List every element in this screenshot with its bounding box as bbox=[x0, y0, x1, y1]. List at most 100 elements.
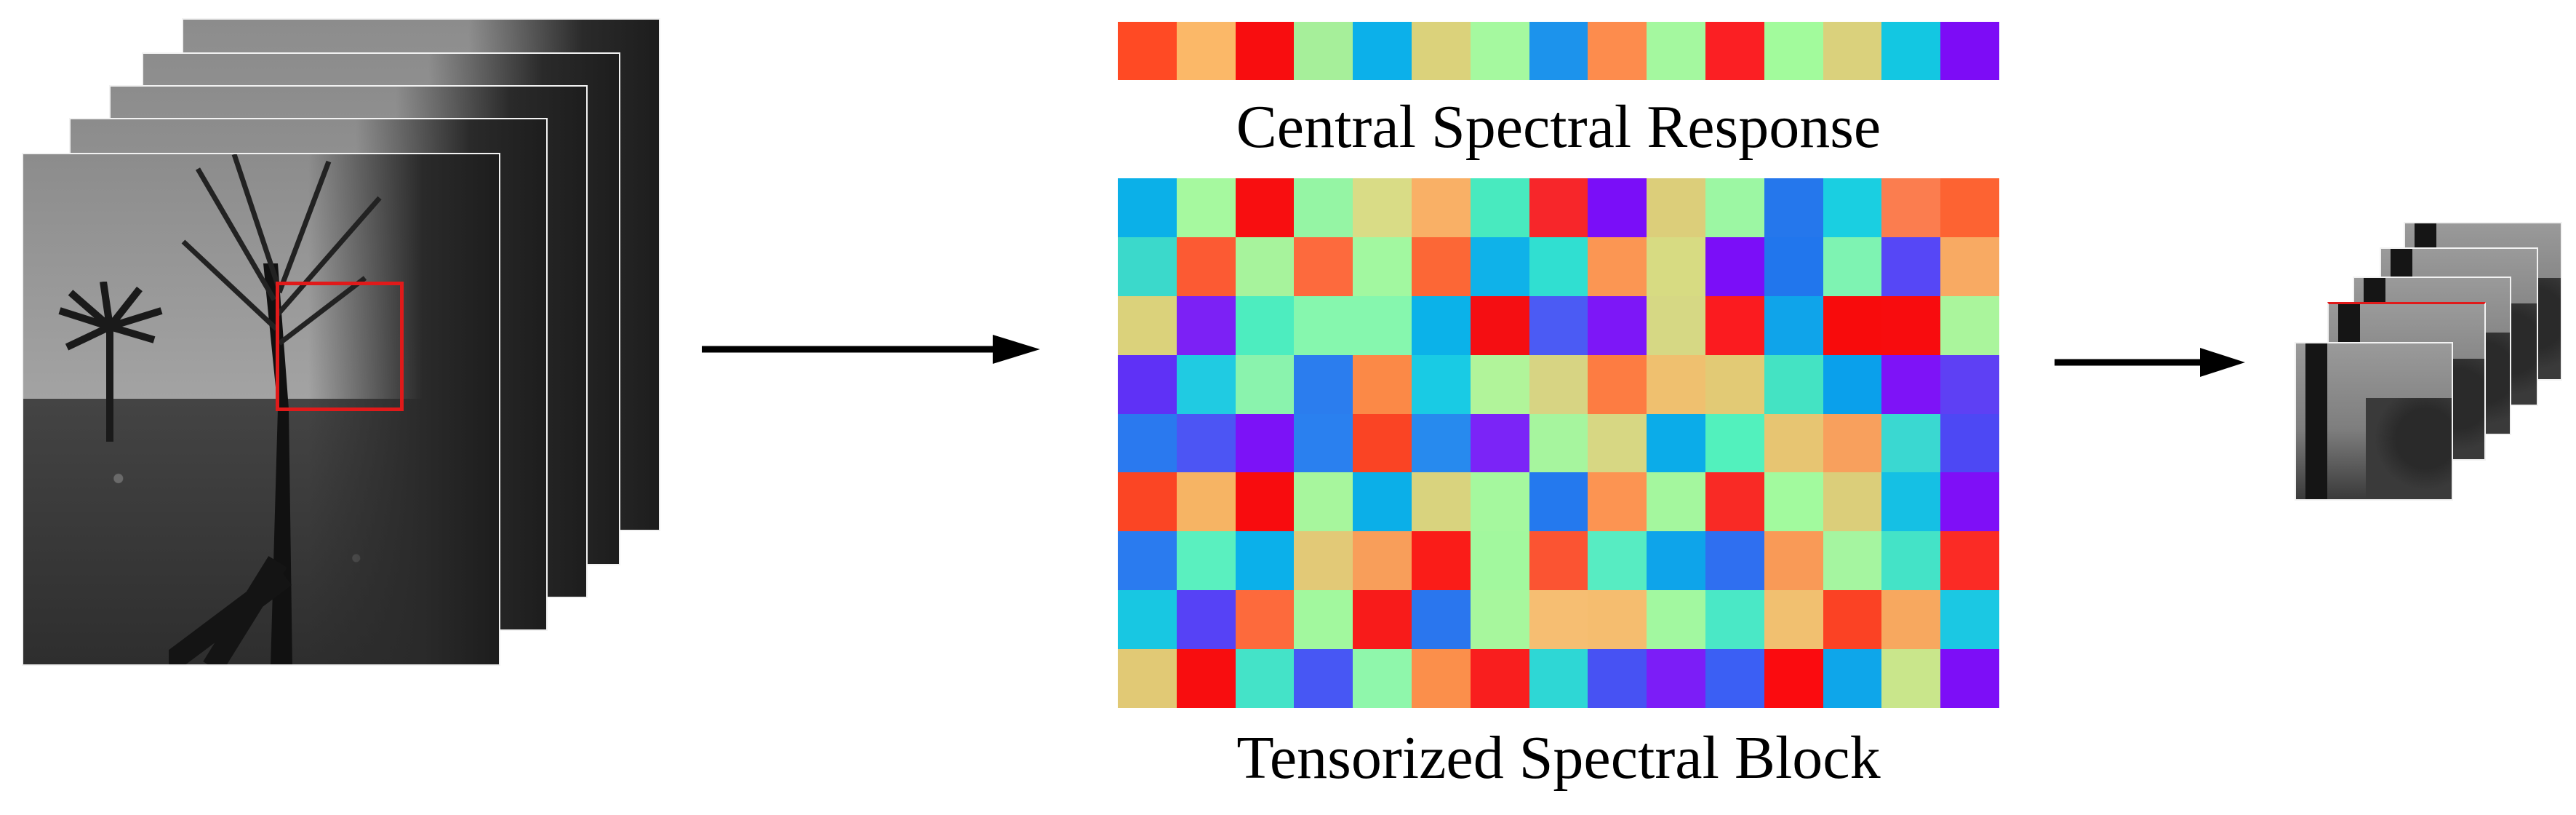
tensor-block-cell bbox=[1294, 236, 1353, 296]
hyperspectral-image-stack bbox=[22, 18, 662, 673]
tensor-block-cell bbox=[1647, 649, 1705, 708]
tensor-block-cell bbox=[1529, 472, 1588, 532]
tensor-block-cell bbox=[1705, 178, 1764, 237]
tensor-block-cell bbox=[1823, 295, 1882, 355]
tensor-block-cell bbox=[1705, 472, 1764, 532]
tensor-block-cell bbox=[1764, 531, 1823, 591]
tensor-block-cell bbox=[1881, 472, 1941, 532]
tensor-block-cell bbox=[1353, 590, 1412, 650]
tensor-block-cell bbox=[1294, 354, 1353, 414]
spectral-response-cell bbox=[1412, 22, 1471, 80]
tensor-block-cell bbox=[1353, 649, 1412, 708]
tensor-block-cell bbox=[1940, 649, 1999, 708]
tensor-block-cell bbox=[1412, 178, 1471, 237]
tensor-block-cell bbox=[1529, 295, 1588, 355]
palm-tree-silhouette bbox=[58, 282, 163, 442]
spectral-response-cell bbox=[1529, 22, 1588, 80]
tensor-block-cell bbox=[1764, 649, 1823, 708]
tensor-block-cell bbox=[1412, 649, 1471, 708]
spectral-response-cell bbox=[1647, 22, 1705, 80]
tensor-block-cell bbox=[1940, 472, 1999, 532]
tensor-block-cell bbox=[1294, 295, 1353, 355]
tensor-block-cell bbox=[1529, 531, 1588, 591]
tensor-block-cell bbox=[1881, 590, 1941, 650]
tensor-block-cell bbox=[1529, 236, 1588, 296]
tensor-block-cell bbox=[1764, 590, 1823, 650]
tensor-block-cell bbox=[1118, 649, 1177, 708]
tensor-block-cell bbox=[1588, 590, 1647, 650]
tensor-block-cell bbox=[1470, 649, 1529, 708]
tensor-block-cell bbox=[1705, 236, 1764, 296]
tensor-block-cell bbox=[1823, 413, 1882, 473]
tensor-block-cell bbox=[1823, 354, 1882, 414]
tensor-block-cell bbox=[1353, 413, 1412, 473]
tensor-block-cell bbox=[1764, 472, 1823, 532]
tensor-block-cell bbox=[1412, 354, 1471, 414]
tensor-block-cell bbox=[1529, 354, 1588, 414]
tensor-block-cell bbox=[1647, 472, 1705, 532]
central-spectral-response-strip bbox=[1118, 22, 1999, 80]
spectral-response-cell bbox=[1235, 22, 1295, 80]
tensor-block-cell bbox=[1412, 531, 1471, 591]
tensorized-spectral-block-grid bbox=[1118, 178, 1999, 708]
tensor-block-cell bbox=[1176, 531, 1236, 591]
tensor-block-cell bbox=[1470, 295, 1529, 355]
tensor-block-cell bbox=[1881, 295, 1941, 355]
tensor-block-cell bbox=[1647, 178, 1705, 237]
tensor-block-cell bbox=[1881, 236, 1941, 296]
tensor-block-cell bbox=[1412, 413, 1471, 473]
tensor-block-cell bbox=[1529, 178, 1588, 237]
tensor-block-cell bbox=[1353, 236, 1412, 296]
tensor-block-cell bbox=[1470, 472, 1529, 532]
tensor-block-cell bbox=[1470, 413, 1529, 473]
tensor-block-cell bbox=[1353, 354, 1412, 414]
tensor-block-cell bbox=[1294, 413, 1353, 473]
tensor-block-cell bbox=[1294, 531, 1353, 591]
right-arrow-icon bbox=[2055, 348, 2245, 377]
tensor-block-cell bbox=[1294, 178, 1353, 237]
tensor-block-cell bbox=[1823, 649, 1882, 708]
tensor-block-cell bbox=[1353, 531, 1412, 591]
tensor-block-cell bbox=[1881, 531, 1941, 591]
tensor-block-cell bbox=[1294, 649, 1353, 708]
tensor-block-cell bbox=[1529, 590, 1588, 650]
tensor-block-cell bbox=[1235, 178, 1295, 237]
tensor-block-cell bbox=[1588, 178, 1647, 237]
tensor-block-cell bbox=[1588, 472, 1647, 532]
tensor-block-cell bbox=[1940, 178, 1999, 237]
tensor-block-cell bbox=[1647, 295, 1705, 355]
tensor-block-cell bbox=[1118, 590, 1177, 650]
tensor-block-cell bbox=[1235, 472, 1295, 532]
tensor-block-cell bbox=[1705, 531, 1764, 591]
tensor-block-cell bbox=[1705, 413, 1764, 473]
selected-patch-box bbox=[276, 282, 404, 411]
spectral-response-cell bbox=[1588, 22, 1647, 80]
tensor-block-cell bbox=[1470, 354, 1529, 414]
tree-silhouette bbox=[169, 154, 382, 664]
tensor-block-cell bbox=[1823, 590, 1882, 650]
tensor-block-cell bbox=[1647, 590, 1705, 650]
tensor-block-cell bbox=[1176, 413, 1236, 473]
spectral-response-cell bbox=[1118, 22, 1177, 80]
tensor-block-cell bbox=[1470, 236, 1529, 296]
tensor-block-cell bbox=[1940, 236, 1999, 296]
central-spectral-response-label: Central Spectral Response bbox=[1236, 93, 1881, 161]
tensor-block-cell bbox=[1412, 295, 1471, 355]
tensor-block-cell bbox=[1176, 354, 1236, 414]
tensor-block-cell bbox=[1118, 413, 1177, 473]
tensor-block-cell bbox=[1118, 354, 1177, 414]
tensor-block-cell bbox=[1764, 236, 1823, 296]
tensor-block-cell bbox=[1764, 295, 1823, 355]
tensor-block-cell bbox=[1118, 472, 1177, 532]
tensor-block-cell bbox=[1176, 472, 1236, 532]
tensor-block-cell bbox=[1588, 295, 1647, 355]
tensor-block-cell bbox=[1705, 649, 1764, 708]
tensor-block-cell bbox=[1881, 649, 1941, 708]
tensor-block-cell bbox=[1412, 590, 1471, 650]
spectral-response-cell bbox=[1176, 22, 1236, 80]
patch-cube-stack bbox=[2295, 222, 2564, 506]
tensor-block-cell bbox=[1176, 236, 1236, 296]
tensor-block-cell bbox=[1235, 649, 1295, 708]
tensor-block-cell bbox=[1294, 590, 1353, 650]
spectral-response-cell bbox=[1823, 22, 1882, 80]
